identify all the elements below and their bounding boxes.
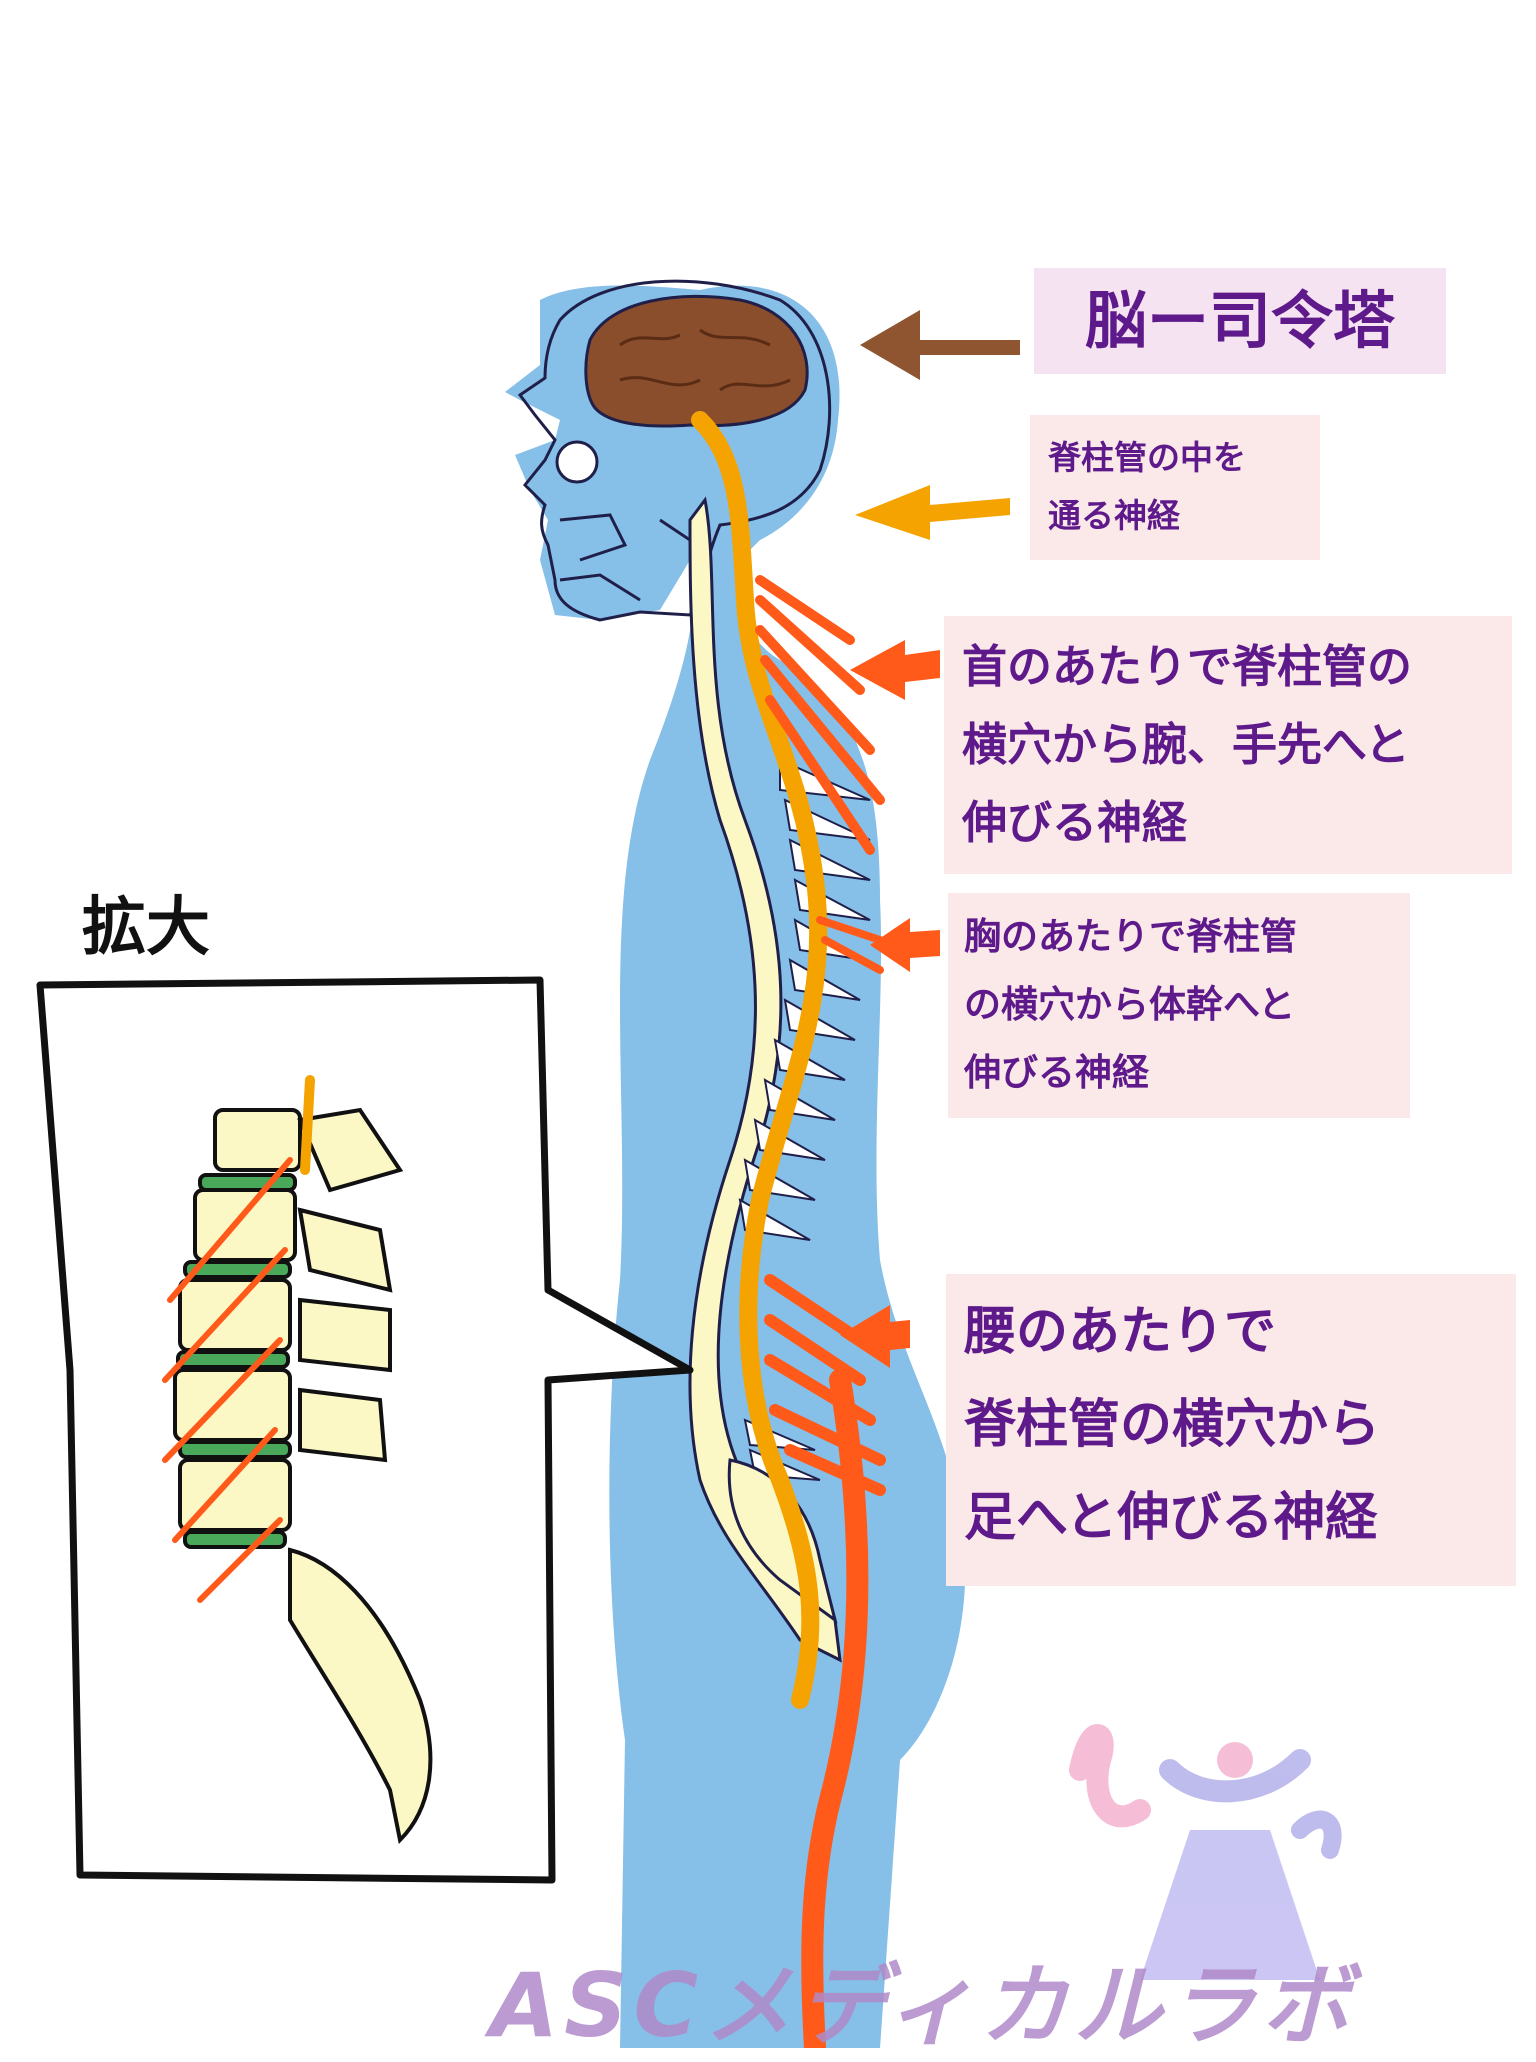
chest-nerve-callout-line-2: の横穴から体幹へと — [964, 983, 1296, 1026]
lumbar-nerve-callout: 腰のあたりで 脊柱管の横穴から 足へと伸びる神経 — [946, 1274, 1516, 1586]
chest-nerve-callout: 胸のあたりで脊柱管 の横穴から体幹へと 伸びる神経 — [948, 893, 1410, 1118]
neck-nerve-callout-line-2: 横穴から腕、手先へと — [962, 718, 1410, 771]
arrow-left-icon — [860, 310, 1020, 380]
arrow-left-icon — [870, 918, 940, 972]
logo-icon — [1069, 1724, 1342, 1980]
chest-nerve-callout-line-3: 伸びる神経 — [964, 1051, 1149, 1094]
spinal-canal-callout-line-1: 脊柱管の中を — [1048, 438, 1246, 477]
brain-icon — [584, 294, 809, 428]
arrow-left-icon — [840, 1305, 910, 1368]
lumbar-closeup — [173, 1107, 433, 1845]
zoom-title: 拡大 — [82, 891, 210, 965]
neck-nerve-callout: 首のあたりで脊柱管の 横穴から腕、手先へと 伸びる神経 — [944, 616, 1512, 874]
lumbar-nerve-callout-line-1: 腰のあたりで — [964, 1302, 1277, 1362]
spinal-canal-nerve — [691, 411, 828, 1709]
zoom-box — [36, 976, 694, 1884]
lumbar-nerve-callout-line-2: 脊柱管の横穴から — [964, 1395, 1381, 1455]
brand-watermark: ASCメディカルラボ — [490, 1954, 1356, 2057]
arrow-left-icon — [855, 485, 1010, 540]
peripheral-nerves — [755, 575, 886, 2048]
brain-callout-text: 脳ー司令塔 — [1084, 284, 1395, 357]
neck-nerve-callout-line-1: 首のあたりで脊柱管の — [962, 640, 1413, 693]
neck-nerve-callout-line-3: 伸びる神経 — [962, 796, 1188, 849]
spinal-canal-callout: 脊柱管の中を 通る神経 — [1030, 415, 1320, 560]
chest-nerve-callout-line-1: 胸のあたりで脊柱管 — [964, 915, 1297, 958]
lumbar-nerve-callout-line-3: 足へと伸びる神経 — [964, 1488, 1378, 1548]
spinal-canal-callout-line-2: 通る神経 — [1048, 496, 1180, 535]
arrow-left-icon — [850, 640, 940, 700]
brain-callout: 脳ー司令塔 — [1034, 268, 1446, 374]
